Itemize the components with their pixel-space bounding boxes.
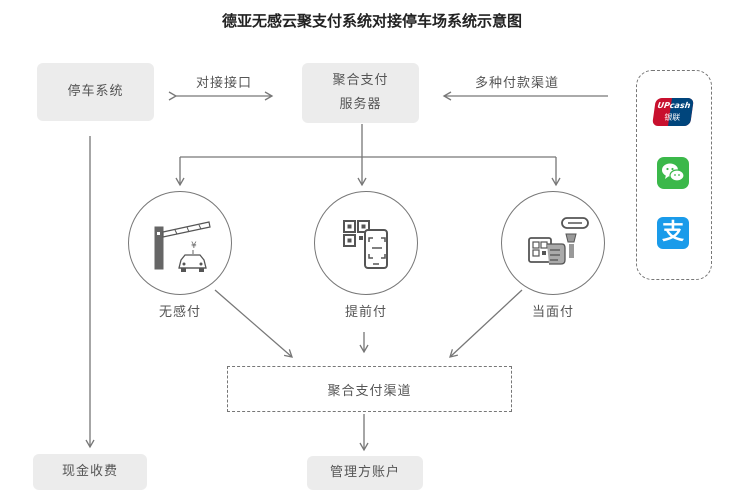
alipay-icon: 支 bbox=[657, 217, 689, 249]
aggregate-server-label-line2: 服务器 bbox=[339, 97, 382, 112]
parking-system-box: 停车系统 bbox=[37, 63, 154, 121]
cash-payment-box: 现金收费 bbox=[33, 454, 147, 490]
channels-label: 多种付款渠道 bbox=[474, 76, 559, 91]
unionpay-icon-top-text: UPcash bbox=[656, 101, 692, 110]
unionpay-icon: UPcash 银联 bbox=[652, 98, 694, 126]
admin-account-box: 管理方账户 bbox=[307, 456, 423, 490]
diagram-title: 德亚无感云聚支付系统对接停车场系统示意图 bbox=[221, 12, 522, 30]
prepay-label: 提前付 bbox=[344, 305, 387, 320]
facetoface-to-channel bbox=[449, 289, 523, 358]
aggregate-channel-box: 聚合支付渠道 bbox=[227, 366, 512, 412]
interface-label: 对接接口 bbox=[195, 76, 252, 91]
barrier-gate-icon: ¥ bbox=[154, 221, 211, 272]
qr-phone-icon bbox=[343, 220, 388, 269]
yen-sign: ¥ bbox=[191, 241, 197, 251]
senseless-pay-circle: ¥ bbox=[128, 191, 232, 295]
unionpay-icon-bottom-text: 银联 bbox=[663, 113, 681, 122]
aggregate-server-label-line1: 聚合支付 bbox=[332, 73, 389, 88]
wechat-bubbles-icon bbox=[662, 163, 685, 182]
senseless-pay-label: 无感付 bbox=[158, 305, 201, 320]
senseless-to-channel bbox=[214, 289, 293, 358]
payment-channels-panel bbox=[636, 70, 712, 280]
facetoface-label: 当面付 bbox=[531, 305, 574, 320]
aggregate-server-box: 聚合支付 服务器 bbox=[302, 63, 419, 123]
aggregate-channel-label: 聚合支付渠道 bbox=[327, 383, 412, 399]
scanner-terminal-icon bbox=[528, 217, 589, 265]
wechat-pay-icon bbox=[657, 157, 689, 189]
alipay-icon-char: 支 bbox=[661, 220, 684, 245]
prepay-circle bbox=[314, 191, 418, 295]
parking-system-label: 停车系统 bbox=[67, 84, 124, 99]
cash-payment-label: 现金收费 bbox=[61, 464, 118, 479]
admin-account-label: 管理方账户 bbox=[329, 465, 400, 480]
facetoface-circle bbox=[501, 191, 605, 295]
